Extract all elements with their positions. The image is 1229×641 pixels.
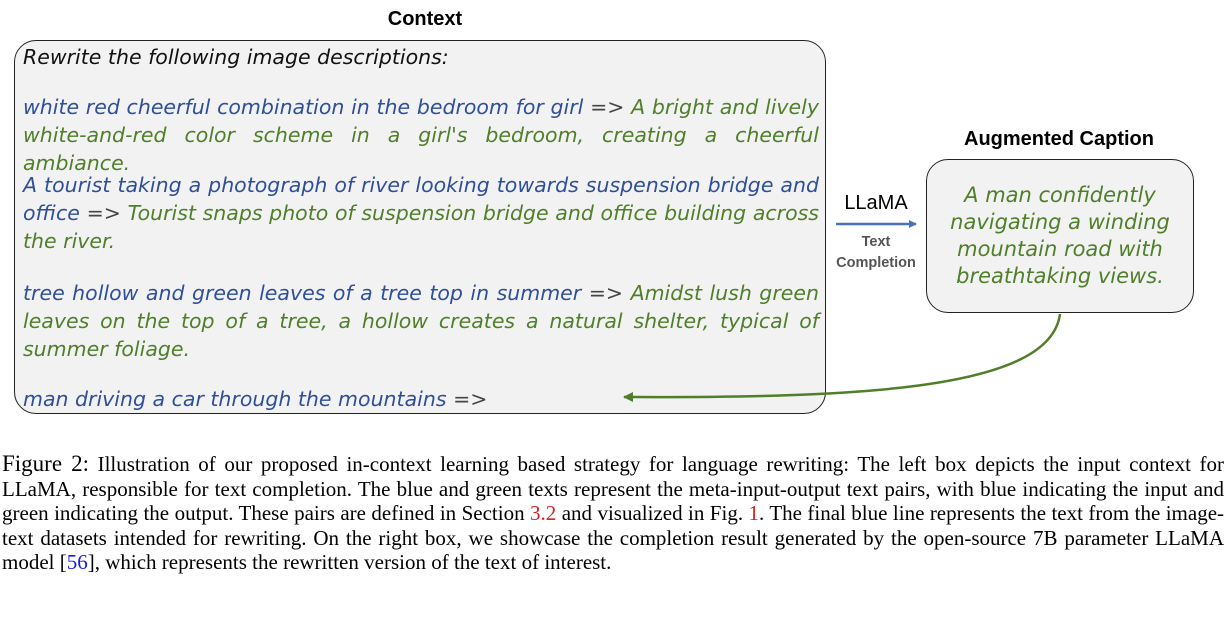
pair-3-output: Amidst lush green leaves on the top of a…	[23, 281, 819, 361]
context-box: Rewrite the following image descriptions…	[14, 40, 826, 414]
caption-text-3: . The final blue line represents the tex…	[2, 501, 1225, 575]
section-reference-link[interactable]: 3.2	[530, 501, 557, 526]
augmented-caption-text: A man confidently navigating a winding m…	[950, 183, 1170, 288]
pair-1-input: white red cheerful combination in the be…	[23, 95, 584, 119]
query-line: man driving a car through the mountains …	[23, 385, 819, 413]
caption-text-4: ], which represents the rewritten versio…	[87, 550, 612, 575]
pair-1-separator: =>	[590, 95, 625, 119]
augmented-caption-title: Augmented Caption	[964, 128, 1154, 150]
model-label: LLaMA	[844, 192, 908, 214]
pair-2-separator: =>	[86, 201, 121, 225]
example-pair-3: tree hollow and green leaves of a tree t…	[23, 279, 819, 363]
return-arrow	[623, 313, 1062, 403]
context-intro: Rewrite the following image descriptions…	[23, 45, 449, 69]
citation-link[interactable]: 56	[66, 550, 88, 575]
pair-2-input: A tourist taking a photograph of river l…	[23, 173, 819, 225]
query-input: man driving a car through the mountains	[23, 387, 447, 411]
process-label-line-1: Text	[861, 234, 891, 250]
pair-1-output: A bright and lively white-and-red color …	[23, 95, 819, 175]
caption-text-1: Illustration of our proposed in-context …	[2, 452, 1224, 526]
query-separator: =>	[453, 387, 488, 411]
pair-3-input: tree hollow and green leaves of a tree t…	[23, 281, 582, 305]
pair-2-output: Tourist snaps photo of suspension bridge…	[23, 201, 819, 253]
caption-text-2: and visualized in Fig.	[561, 501, 744, 526]
figure-reference-link[interactable]: 1	[748, 501, 760, 526]
example-pair-1: white red cheerful combination in the be…	[23, 93, 819, 177]
context-title: Context	[387, 8, 463, 30]
process-label-line-2: Completion	[836, 255, 916, 271]
process-label: Text Completion	[826, 232, 926, 274]
example-pair-2: A tourist taking a photograph of river l…	[23, 171, 819, 255]
augmented-caption-box: A man confidently navigating a winding m…	[926, 159, 1194, 313]
pair-3-separator: =>	[588, 281, 624, 305]
figure-label: Figure 2:	[2, 451, 90, 476]
figure-caption: Figure 2: Illustration of our proposed i…	[2, 451, 1225, 575]
